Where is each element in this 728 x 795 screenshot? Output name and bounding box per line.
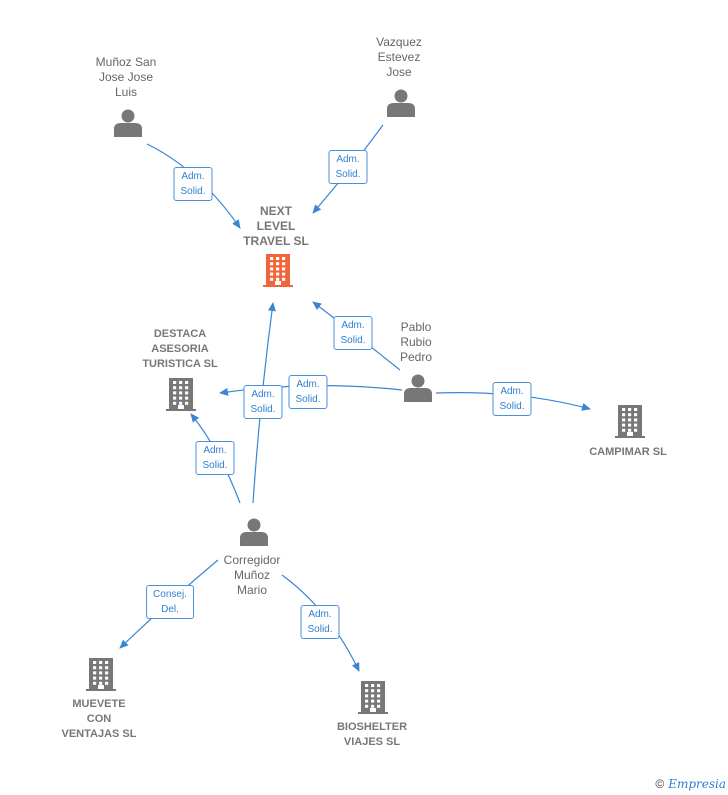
node-label-pablo[interactable]: Pablo Rubio Pedro [399,320,433,364]
node-label-muevete[interactable]: MUEVETE CON VENTAJAS SL [61,698,137,740]
node-label-campimar[interactable]: CAMPIMAR SL [589,446,667,458]
building-icon-campimar[interactable] [615,405,645,438]
person-icon-munoz-san[interactable] [114,109,142,138]
building-icon-destaca[interactable] [166,378,196,411]
watermark: ©Empresia [655,777,726,791]
edge-label-e7[interactable]: Adm. Solid. [492,382,532,416]
node-label-bioshelter[interactable]: BIOSHELTER VIAJES SL [336,721,408,748]
person-icon-corregidor[interactable] [240,518,268,547]
node-label-next-level[interactable]: NEXT LEVEL TRAVEL SL [243,204,309,248]
node-label-vazquez[interactable]: Vazquez Estevez Jose [376,35,422,79]
copyright-symbol: © [655,777,665,791]
edge-label-e2[interactable]: Adm. Solid. [328,150,368,184]
building-icon-bioshelter[interactable] [358,681,388,714]
edge-label-e9[interactable]: Adm. Solid. [300,605,340,639]
edge-label-e3[interactable]: Adm. Solid. [333,316,373,350]
edge-label-e6[interactable]: Adm. Solid. [195,441,235,475]
edge-label-e1[interactable]: Adm. Solid. [173,167,213,201]
person-icon-pablo[interactable] [404,374,432,403]
building-icon-next-level[interactable] [263,254,293,287]
edge-label-e4[interactable]: Adm. Solid. [288,375,328,409]
building-icon-muevete[interactable] [86,658,116,691]
brand-logo-text: Empresia [668,777,726,791]
node-label-corregidor[interactable]: Corregidor Muñoz Mario [223,553,281,597]
edge-label-e8[interactable]: Consej. Del. [146,585,194,619]
icons [86,89,645,714]
edge-label-e5[interactable]: Adm. Solid. [243,385,283,419]
node-label-munoz-san[interactable]: Muñoz San Jose Jose Luis [95,55,157,99]
person-icon-vazquez[interactable] [387,89,415,118]
node-label-destaca[interactable]: DESTACA ASESORIA TURISTICA SL [142,328,218,370]
